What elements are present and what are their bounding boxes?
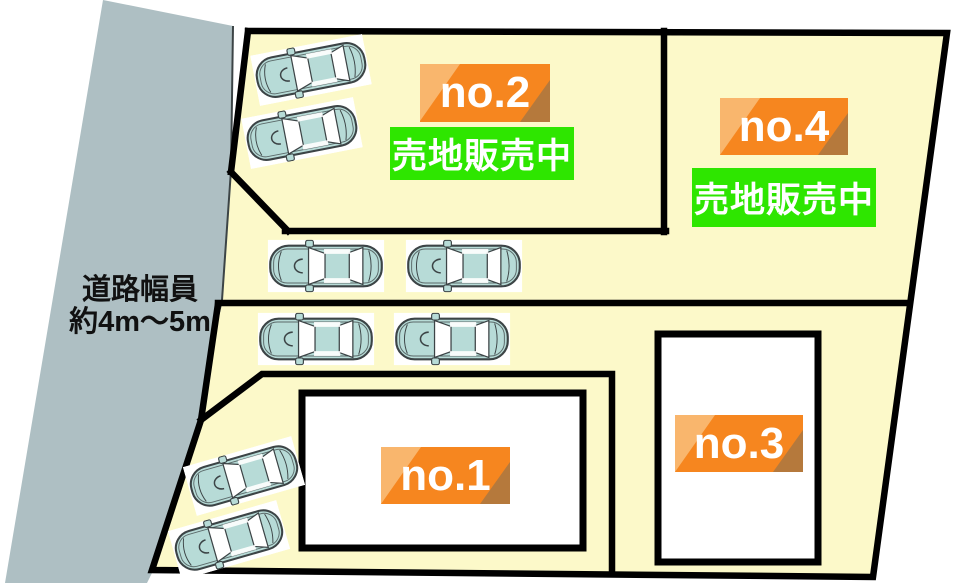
lot-no1-badge: no.1 — [381, 447, 510, 504]
lot-no4-status-badge: 売地販売中 — [692, 168, 876, 227]
lot-no3-badge-label: no.3 — [693, 418, 785, 468]
lot1-boundary — [196, 370, 616, 575]
plot-outer-border — [147, 27, 951, 581]
lot-no1-badge-label: no.1 — [400, 450, 491, 500]
road-width-label-line2: 約4m～5m — [69, 306, 211, 339]
lot-no2-badge: no.2 — [420, 64, 550, 122]
lot-no3-badge: no.3 — [675, 415, 803, 472]
lot2-boundary — [226, 167, 670, 236]
lot-no4-badge: no.4 — [720, 98, 848, 155]
road-width-label-line1: 道路幅員 — [81, 274, 198, 306]
lot-no4-badge-label: no.4 — [738, 101, 830, 151]
road-area — [5, 0, 233, 583]
lot-no2-status-badge: 売地販売中 — [390, 127, 574, 180]
road-width-label: 道路幅員 約4m～5m — [38, 274, 242, 339]
lot-no2-badge-label: no.2 — [439, 68, 531, 117]
